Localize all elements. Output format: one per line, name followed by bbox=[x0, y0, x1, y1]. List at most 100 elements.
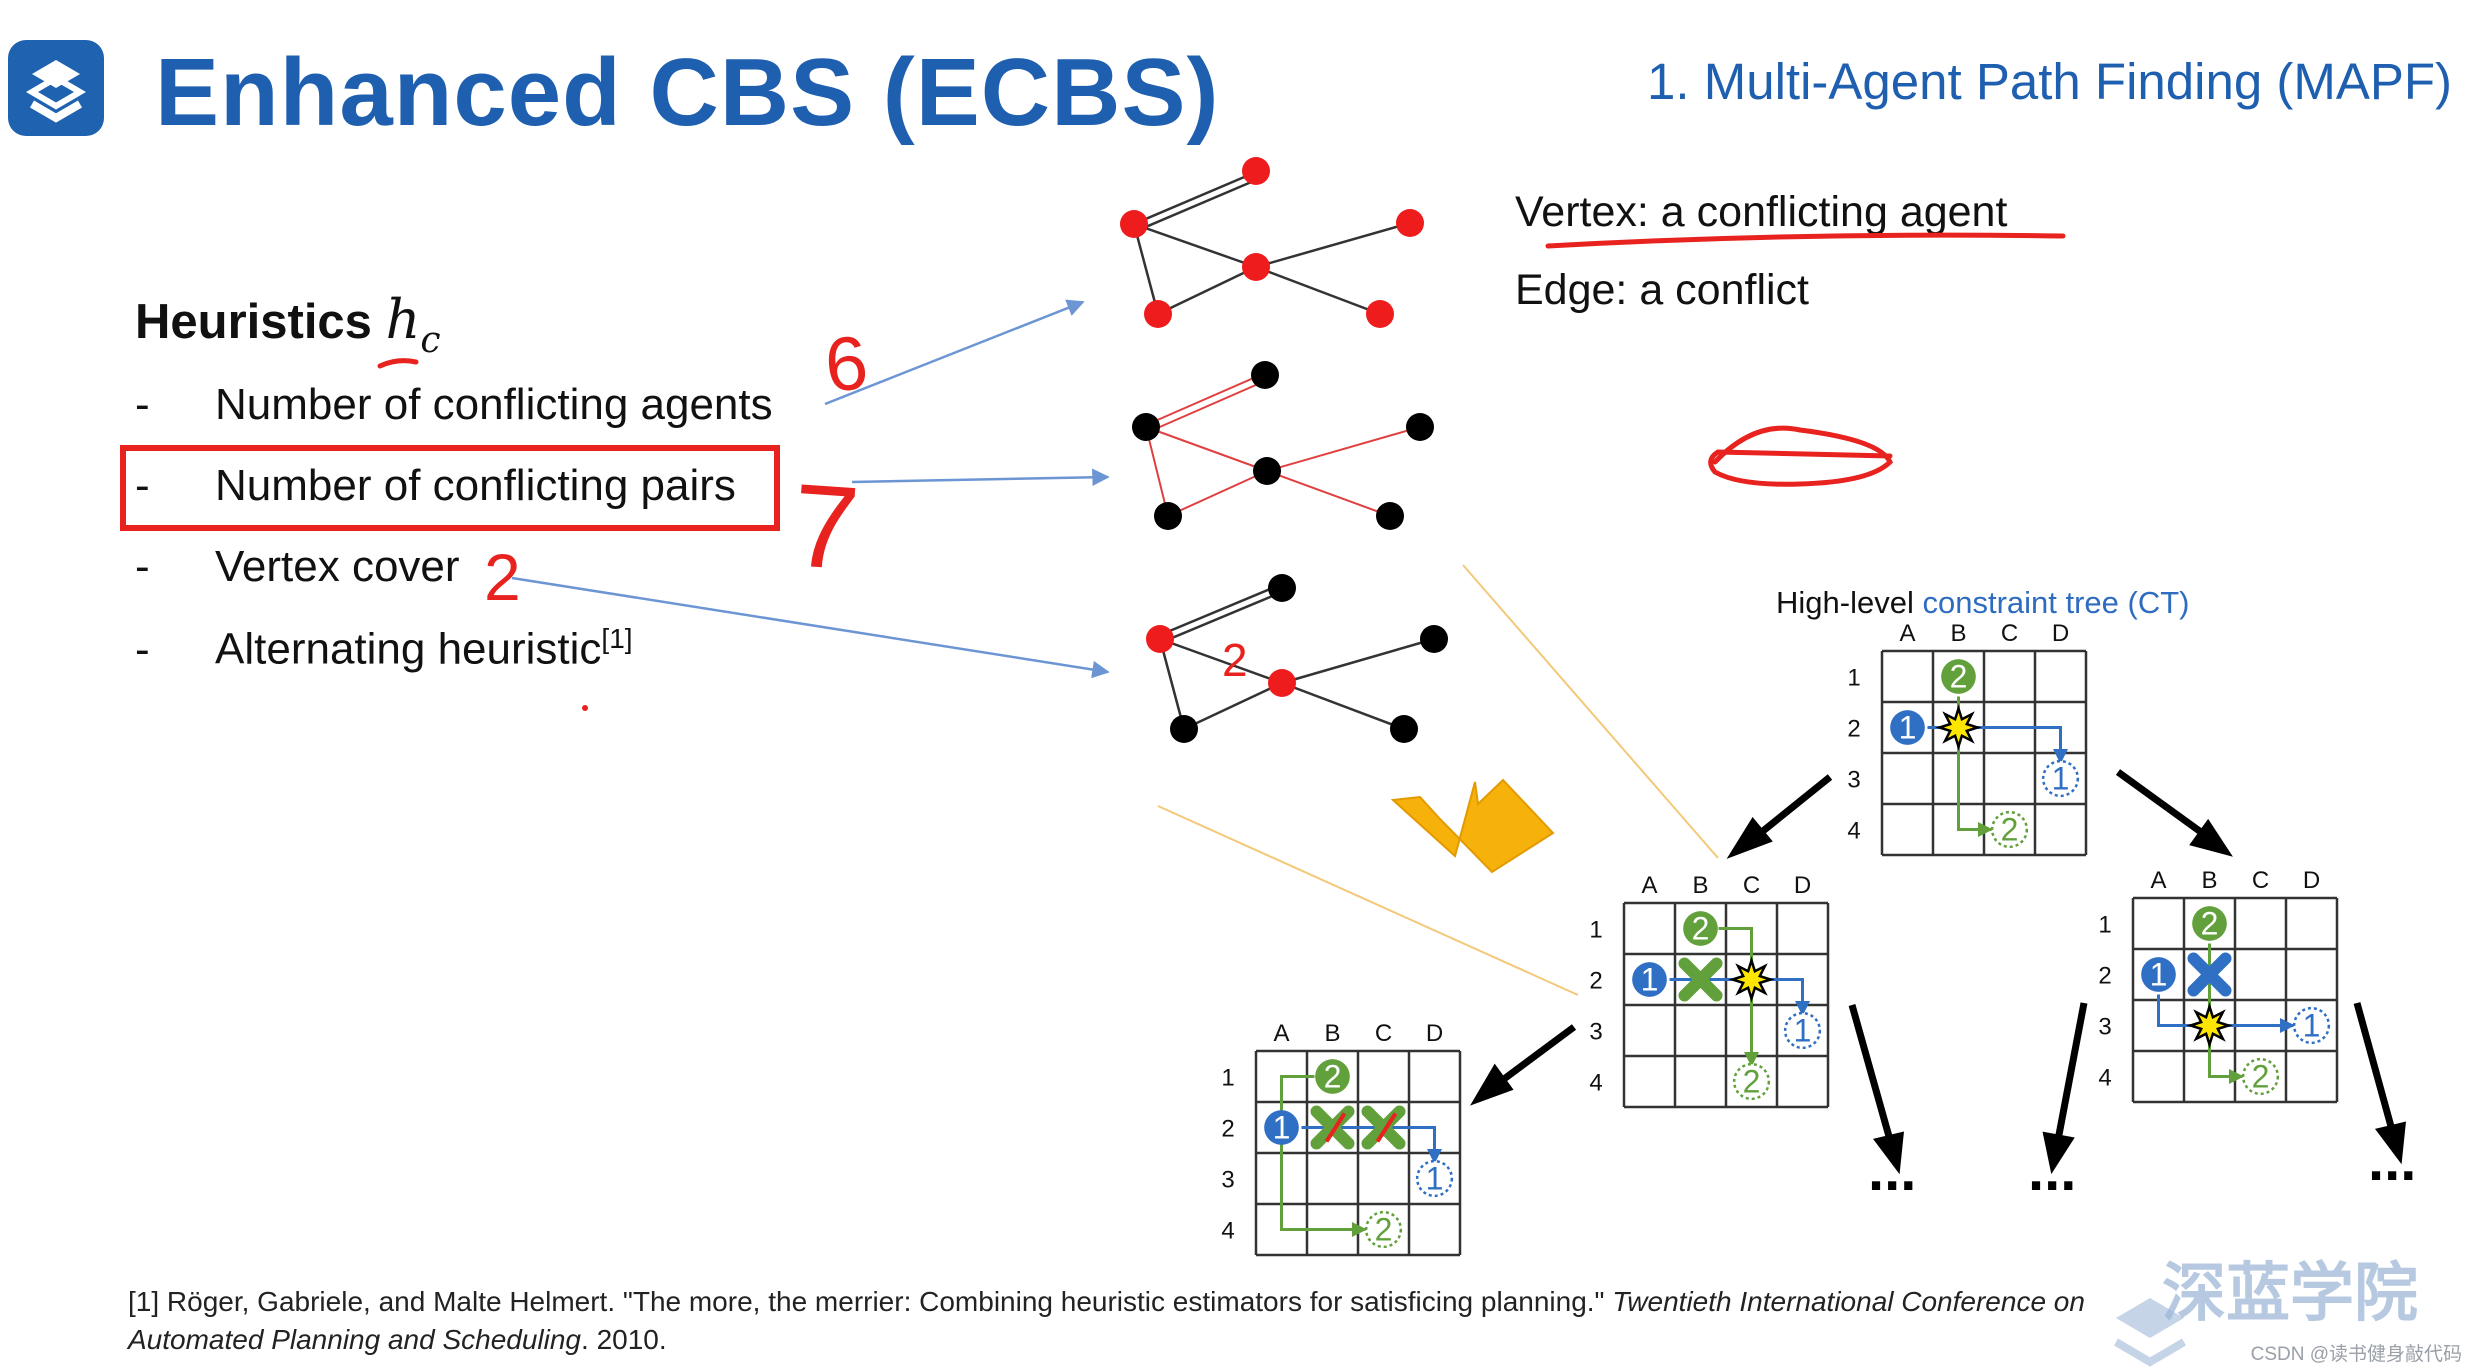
grid-column-label: D bbox=[2052, 620, 2069, 647]
underline-vertex bbox=[1545, 232, 2066, 249]
ct-title-prefix: High-level bbox=[1776, 585, 1914, 620]
heuristic-item-alternating: - Alternating heuristic[1] bbox=[135, 623, 633, 675]
agent-path bbox=[1669, 978, 1810, 1016]
grid-row-label: 1 bbox=[1221, 1065, 1234, 1092]
graph-vertex bbox=[1268, 574, 1296, 602]
heuristics-label: Heuristics bbox=[135, 295, 372, 349]
handwritten-slash bbox=[1324, 1112, 1347, 1143]
graph-vertex bbox=[1420, 625, 1448, 653]
handwritten-slash bbox=[1375, 1112, 1398, 1143]
guide-line bbox=[1462, 564, 1719, 859]
heuristic-subscript: c bbox=[420, 320, 441, 361]
agent-goal-label: 1 bbox=[2052, 761, 2070, 797]
agent-goal bbox=[1415, 1159, 1454, 1198]
ct-title-highlight: constraint tree (CT) bbox=[1922, 585, 2190, 620]
heuristic-item-label: Alternating heuristic bbox=[215, 624, 602, 674]
watermark-logo-icon bbox=[2113, 1298, 2187, 1367]
constraint-cross-icon bbox=[1678, 957, 1723, 1002]
grid-row-label: 3 bbox=[2098, 1014, 2111, 1041]
agent-goal bbox=[1364, 1210, 1403, 1249]
agent-path bbox=[1280, 1075, 1367, 1237]
agent-start-label: 1 bbox=[1899, 710, 1917, 746]
stray-dot bbox=[582, 705, 588, 711]
collision-icon bbox=[2186, 1002, 2233, 1049]
collision-icon bbox=[1935, 704, 1982, 751]
grid-row-label: 4 bbox=[1221, 1218, 1234, 1245]
grid-row-label: 2 bbox=[1221, 1116, 1234, 1143]
reference-venue: Twentieth International Conference on bbox=[1612, 1286, 2085, 1317]
collision-icon bbox=[1728, 956, 1775, 1003]
grid-row-label: 2 bbox=[1589, 968, 1602, 995]
graph-vertex bbox=[1120, 210, 1148, 238]
constraint-cross-icon bbox=[2187, 952, 2232, 997]
agent-goal-label: 2 bbox=[2001, 812, 2019, 848]
grid-column-label: B bbox=[1950, 620, 1966, 647]
graph-vertex bbox=[1251, 361, 1279, 389]
agent-path bbox=[1718, 927, 1759, 1067]
graph-vertex bbox=[1396, 209, 1424, 237]
agent-goal bbox=[1783, 1011, 1822, 1050]
agent-goal bbox=[2241, 1057, 2280, 1096]
graph-vertex bbox=[1242, 253, 1270, 281]
graph-vertex bbox=[1366, 300, 1394, 328]
graph-vertex bbox=[1253, 457, 1281, 485]
citation-marker: [1] bbox=[601, 623, 633, 654]
pointer-arrow bbox=[824, 299, 1085, 406]
grid-row-label: 4 bbox=[1589, 1070, 1602, 1097]
grid-row-label: 3 bbox=[1589, 1019, 1602, 1046]
guide-line bbox=[1157, 805, 1579, 996]
agent-goal-label: 2 bbox=[1375, 1212, 1393, 1248]
section-title: 1. Multi-Agent Path Finding (MAPF) bbox=[1647, 53, 2452, 110]
heuristic-item-label: Vertex cover bbox=[215, 542, 460, 591]
grid-column-label: D bbox=[2303, 867, 2320, 894]
agent-start bbox=[1632, 962, 1667, 997]
edge-definition: Edge: a conflict bbox=[1515, 266, 1810, 314]
watermark-csdn: CSDN @读书健身敲代码 bbox=[2250, 1344, 2462, 1365]
pointer-arrow bbox=[851, 468, 1110, 487]
list-dash: - bbox=[135, 380, 150, 429]
grid-row-label: 1 bbox=[2098, 912, 2111, 939]
ellipsis-more: ... bbox=[1868, 1138, 1916, 1203]
reference-year: . 2010. bbox=[581, 1324, 667, 1355]
heuristic-item-conflicting-pairs: - Number of conflicting pairs bbox=[135, 461, 736, 511]
graph-vertex bbox=[1268, 669, 1296, 697]
heuristic-item-label: Number of conflicting pairs bbox=[215, 461, 736, 510]
grid-column-label: B bbox=[1692, 872, 1708, 899]
pointer-arrow bbox=[511, 576, 1110, 679]
grid-column-label: A bbox=[1273, 1020, 1289, 1047]
graph-vertex bbox=[1376, 502, 1404, 530]
reference-line-1: [1] Röger, Gabriele, and Malte Helmert. … bbox=[128, 1286, 2085, 1318]
grid-column-label: C bbox=[2001, 620, 2018, 647]
agent-path bbox=[2208, 943, 2244, 1084]
agent-start-label: 2 bbox=[2201, 906, 2219, 942]
agent-goal bbox=[2292, 1006, 2331, 1045]
grid-row-label: 2 bbox=[2098, 963, 2111, 990]
grid-row-label: 4 bbox=[2098, 1065, 2111, 1092]
ellipsis-more: ... bbox=[2028, 1138, 2076, 1203]
graph-vertex bbox=[1242, 157, 1270, 185]
agent-start-label: 2 bbox=[1324, 1059, 1342, 1095]
slide-title: Enhanced CBS (ECBS) bbox=[155, 39, 1220, 146]
reference-line-2: Automated Planning and Scheduling. 2010. bbox=[128, 1324, 667, 1356]
logo-s-icon bbox=[26, 60, 86, 123]
grid-row-label: 3 bbox=[1221, 1167, 1234, 1194]
list-dash: - bbox=[135, 461, 150, 510]
agent-start bbox=[2141, 957, 2176, 992]
tree-arrows bbox=[1470, 769, 2406, 1175]
grid-row-label: 2 bbox=[1847, 716, 1860, 743]
agent-goal bbox=[1732, 1062, 1771, 1101]
heuristic-symbol: h bbox=[385, 288, 421, 351]
grid-row-label: 3 bbox=[1847, 767, 1860, 794]
agent-start bbox=[2192, 906, 2227, 941]
logo bbox=[8, 40, 104, 136]
agent-start-label: 1 bbox=[1641, 962, 1659, 998]
list-dash: - bbox=[135, 624, 150, 674]
grid-row-label: 4 bbox=[1847, 818, 1860, 845]
grid-row-label: 1 bbox=[1589, 917, 1602, 944]
agent-start bbox=[1264, 1110, 1299, 1145]
graph-vertex bbox=[1406, 413, 1434, 441]
grid-row-label: 1 bbox=[1847, 665, 1860, 692]
